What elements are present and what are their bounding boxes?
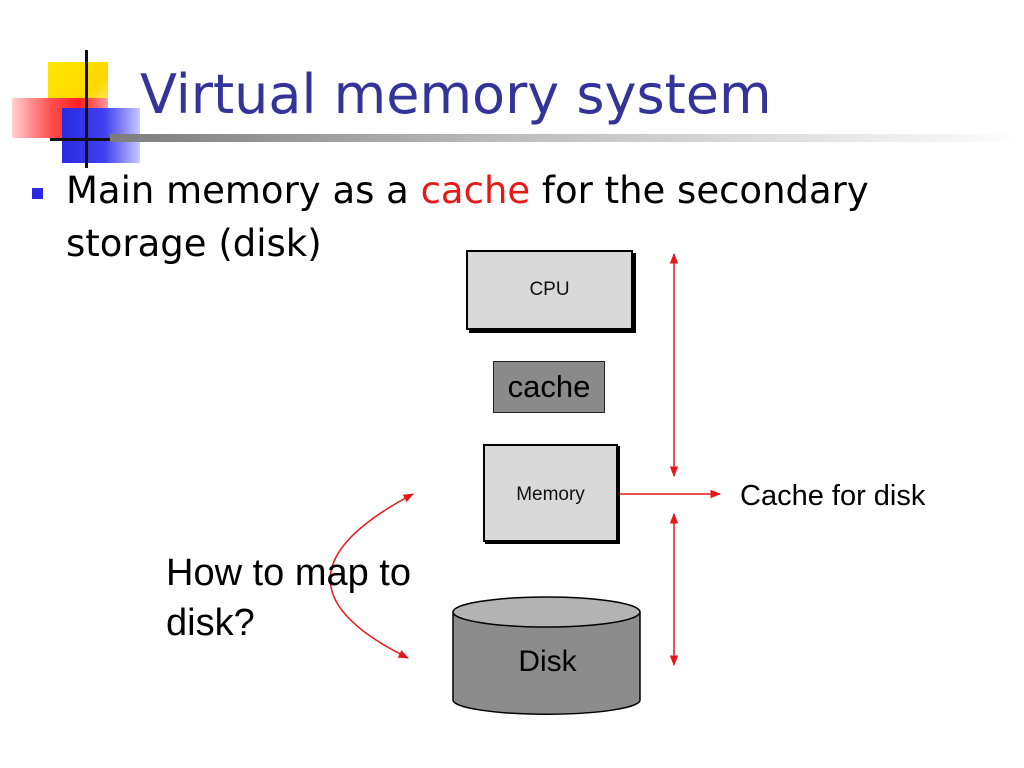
title-underline bbox=[110, 134, 1024, 142]
disk-label: Disk bbox=[518, 645, 577, 678]
logo-vertical-line bbox=[85, 50, 88, 168]
bullet-marker bbox=[32, 188, 43, 199]
slide-title: Virtual memory system bbox=[140, 63, 772, 126]
bullet-text-end: for the secondary storage (disk) bbox=[66, 169, 869, 265]
cache-label: cache bbox=[507, 369, 591, 404]
bullet-text-start: Main memory as a bbox=[66, 169, 421, 212]
bullet-text: Main memory as a cache for the secondary… bbox=[66, 164, 966, 270]
cache-for-disk-label: Cache for disk bbox=[740, 480, 926, 512]
logo-horizontal-line bbox=[50, 138, 130, 141]
memory-label: Memory bbox=[516, 484, 585, 505]
bullet-highlight: cache bbox=[420, 169, 531, 212]
mapping-question: How to map to disk? bbox=[166, 552, 411, 644]
memory-box: Memory bbox=[483, 444, 618, 542]
cpu-box: CPU bbox=[466, 250, 633, 330]
mapping-curve-arrow bbox=[329, 493, 414, 659]
cpu-label: CPU bbox=[529, 279, 570, 300]
disk-cylinder bbox=[452, 596, 641, 715]
cache-box: cache bbox=[493, 361, 605, 413]
